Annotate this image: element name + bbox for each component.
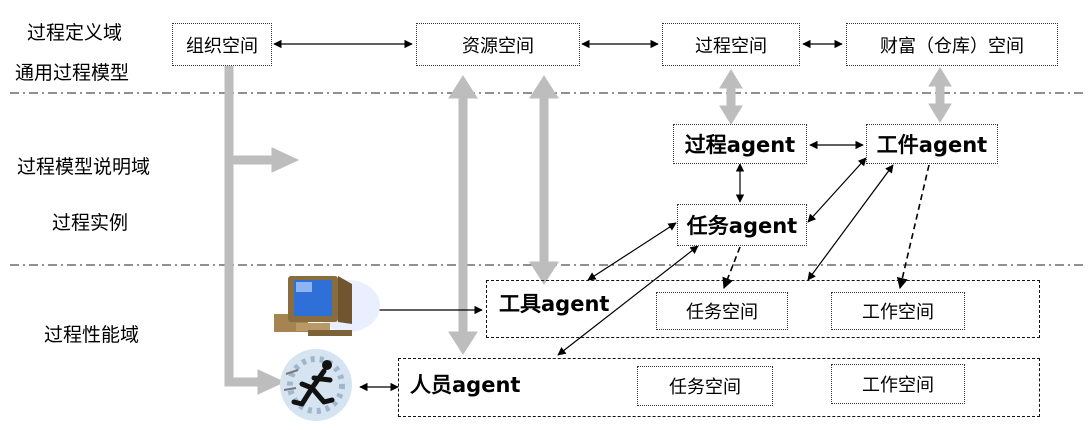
artifact-agent-box: 工件agent	[866, 124, 998, 164]
resource-space-box: 资源空间	[416, 23, 580, 66]
resource-space-label: 资源空间	[462, 32, 534, 58]
person-task-space-label: 任务空间	[669, 373, 741, 399]
wealth-space-label: 财富（仓库）空间	[880, 32, 1024, 58]
tool-work-space-box: 工作空间	[831, 292, 965, 330]
person-task-space-box: 任务空间	[637, 366, 773, 406]
person-agent-label: 人员agent	[410, 369, 520, 399]
process-agent-box: 过程agent	[673, 124, 807, 164]
tool-task-space-label: 任务空间	[686, 298, 758, 324]
tool-work-space-label: 工作空间	[862, 298, 934, 324]
person-work-space-label: 工作空间	[862, 371, 934, 397]
tool-agent-label: 工具agent	[499, 288, 609, 318]
org-space-box: 组织空间	[172, 23, 272, 66]
computer-icon	[270, 268, 382, 338]
task-agent-label: 任务agent	[687, 210, 797, 240]
running-person-icon	[272, 344, 362, 426]
process-agent-label: 过程agent	[685, 129, 795, 159]
person-work-space-box: 工作空间	[831, 364, 965, 404]
artifact-agent-label: 工件agent	[877, 129, 987, 159]
process-space-label: 过程空间	[695, 32, 767, 58]
tool-task-space-box: 任务空间	[656, 292, 788, 330]
org-space-label: 组织空间	[186, 32, 258, 58]
task-agent-box: 任务agent	[677, 204, 807, 246]
wealth-space-box: 财富（仓库）空间	[846, 23, 1058, 66]
process-space-box: 过程空间	[662, 23, 800, 66]
